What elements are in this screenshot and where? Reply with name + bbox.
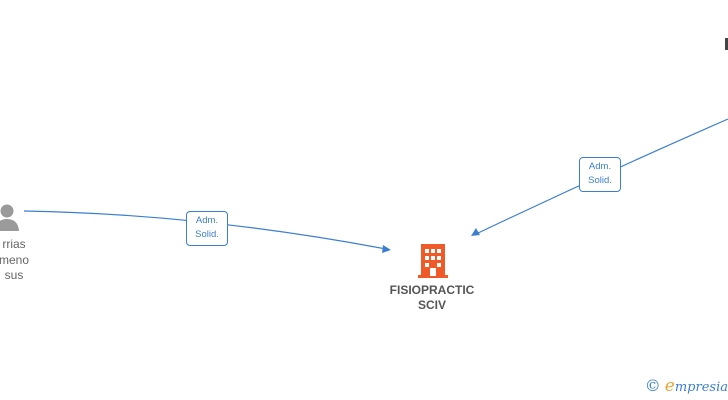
person-name-line1: rrias	[2, 237, 26, 251]
person-name-line3: sus	[4, 268, 24, 282]
arrowhead-right	[471, 228, 480, 236]
person-icon[interactable]	[0, 204, 19, 232]
copyright-icon: ©	[644, 376, 661, 395]
brand-e: e	[664, 376, 675, 396]
relation-label-line2: Solid.	[195, 229, 219, 240]
empresia-watermark: ©empresia	[645, 376, 728, 396]
company-name-line1: FISIOPRACTIC	[389, 283, 475, 297]
offscreen-node-fragment	[725, 38, 728, 50]
person-name-line2: meno	[0, 252, 30, 267]
arrowhead-left	[382, 245, 391, 253]
relation-label-left[interactable]: Adm. Solid.	[186, 211, 228, 246]
company-name-line2: SCIV	[417, 298, 446, 312]
company-name[interactable]: FISIOPRACTIC SCIV	[372, 283, 492, 313]
relation-label-line1: Adm.	[588, 161, 612, 172]
relation-label-line1: Adm.	[195, 215, 219, 226]
brand-rest: mpresia	[674, 380, 728, 395]
relation-label-line2: Solid.	[588, 175, 612, 186]
relation-label-right[interactable]: Adm. Solid.	[579, 157, 621, 192]
person-name[interactable]: rrias meno sus	[0, 237, 34, 284]
building-icon[interactable]	[418, 244, 448, 278]
